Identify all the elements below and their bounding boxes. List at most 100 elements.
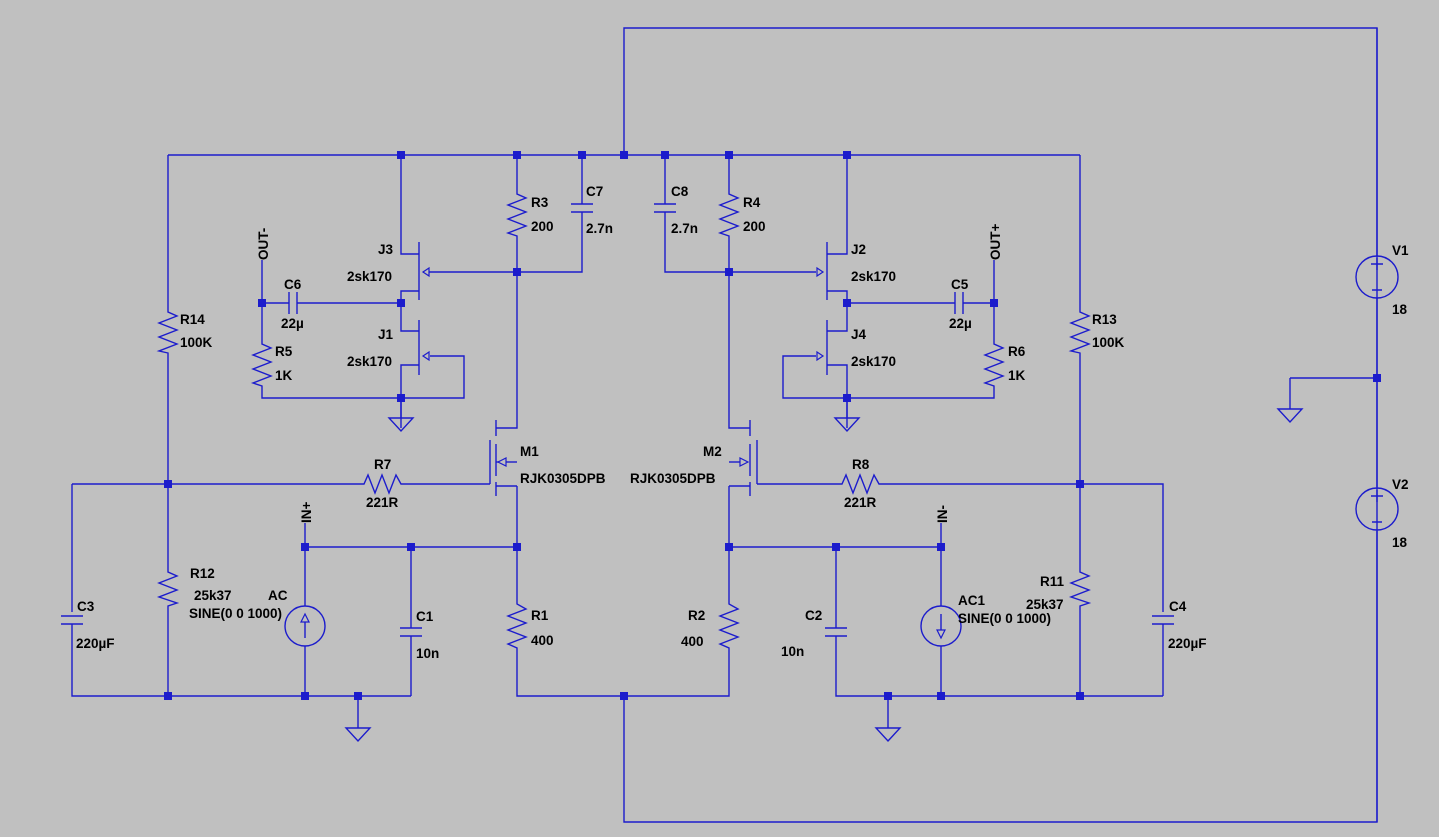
- port-in-minus: IN-: [935, 505, 950, 523]
- port-out-plus: OUT+: [988, 224, 1003, 260]
- R11-name: R11: [1040, 574, 1065, 589]
- ground-icon: [1276, 408, 1304, 424]
- V2-name: V2: [1392, 477, 1409, 492]
- jfet-J1[interactable]: [418, 320, 430, 375]
- resistor-R4[interactable]: [717, 190, 740, 240]
- capacitor-C2[interactable]: [825, 627, 847, 637]
- jfet-J4[interactable]: [816, 320, 828, 375]
- R14-value: 100K: [180, 335, 213, 350]
- voltage-source-V1[interactable]: [1355, 255, 1399, 299]
- mosfet-M2[interactable]: [729, 420, 758, 496]
- capacitor-C4[interactable]: [1152, 615, 1174, 625]
- R2-value: 400: [681, 634, 704, 649]
- R5-name: R5: [275, 344, 293, 359]
- port-in-plus: IN+: [299, 502, 314, 524]
- C8-value: 2.7n: [671, 221, 698, 236]
- R12-value: 25k37: [194, 588, 232, 603]
- C8-name: C8: [671, 184, 689, 199]
- J1-value: 2sk170: [347, 354, 392, 369]
- resistor-R7[interactable]: [360, 473, 405, 495]
- ac-source-AC1[interactable]: [920, 605, 962, 647]
- capacitor-C3[interactable]: [61, 615, 83, 625]
- C4-name: C4: [1169, 599, 1187, 614]
- R6-name: R6: [1008, 344, 1026, 359]
- R8-name: R8: [852, 457, 870, 472]
- capacitor-C1[interactable]: [400, 627, 422, 637]
- AC-name: AC: [268, 588, 288, 603]
- resistor-R2[interactable]: [718, 600, 740, 652]
- wires: [71, 27, 1378, 823]
- R7-value: 221R: [366, 495, 399, 510]
- resistor-R11[interactable]: [1068, 568, 1092, 610]
- C2-name: C2: [805, 608, 822, 623]
- R3-value: 200: [531, 219, 554, 234]
- ac-source-AC[interactable]: [284, 605, 326, 647]
- M1-value: RJK0305DPB: [520, 471, 606, 486]
- C7-name: C7: [586, 184, 603, 199]
- resistor-R12[interactable]: [156, 568, 180, 610]
- J4-value: 2sk170: [851, 354, 896, 369]
- R3-name: R3: [531, 195, 549, 210]
- mosfet-M1[interactable]: [489, 420, 517, 496]
- R7-name: R7: [374, 457, 391, 472]
- ground-icon: [874, 727, 902, 743]
- resistor-R6[interactable]: [982, 340, 1005, 390]
- jfet-J3[interactable]: [418, 242, 430, 300]
- J4-name: J4: [851, 327, 867, 342]
- resistor-R3[interactable]: [505, 190, 528, 240]
- resistor-R1[interactable]: [506, 600, 528, 652]
- resistor-R14[interactable]: [156, 308, 179, 356]
- J3-value: 2sk170: [347, 269, 392, 284]
- port-labels: OUT- OUT+ IN+ IN-: [256, 224, 1003, 523]
- component-labels: R3 200 R4 200 C7 2.7n C8 2.7n J3 2sk170 …: [76, 184, 1409, 661]
- J3-name: J3: [378, 242, 394, 257]
- capacitor-C5[interactable]: [954, 292, 964, 314]
- resistor-R5[interactable]: [250, 340, 273, 390]
- jfet-J2[interactable]: [816, 242, 828, 300]
- resistor-R13[interactable]: [1068, 308, 1091, 356]
- R13-name: R13: [1092, 312, 1117, 327]
- C1-value: 10n: [416, 646, 439, 661]
- voltage-source-V2[interactable]: [1355, 487, 1399, 531]
- R13-value: 100K: [1092, 335, 1125, 350]
- V1-name: V1: [1392, 243, 1409, 258]
- R1-name: R1: [531, 608, 549, 623]
- C7-value: 2.7n: [586, 221, 613, 236]
- C4-value: 220µF: [1168, 636, 1207, 651]
- junction-dots: [164, 151, 1381, 700]
- C5-name: C5: [951, 277, 969, 292]
- M2-value: RJK0305DPB: [630, 471, 716, 486]
- M1-name: M1: [520, 444, 539, 459]
- ground-icon: [833, 417, 861, 433]
- C2-value: 10n: [781, 644, 804, 659]
- J2-value: 2sk170: [851, 269, 896, 284]
- V1-value: 18: [1392, 302, 1408, 317]
- M2-name: M2: [703, 444, 722, 459]
- R2-name: R2: [688, 608, 705, 623]
- C6-value: 22µ: [281, 316, 304, 331]
- resistor-R8[interactable]: [838, 473, 883, 495]
- R5-value: 1K: [275, 368, 293, 383]
- AC1-name: AC1: [958, 593, 985, 608]
- J2-name: J2: [851, 242, 866, 257]
- C6-name: C6: [284, 277, 302, 292]
- C3-value: 220µF: [76, 636, 115, 651]
- V2-value: 18: [1392, 535, 1408, 550]
- R11-value: 25k37: [1026, 597, 1064, 612]
- capacitor-C6[interactable]: [288, 292, 298, 314]
- J1-name: J1: [378, 327, 394, 342]
- R4-value: 200: [743, 219, 766, 234]
- capacitor-C7[interactable]: [571, 203, 593, 213]
- R4-name: R4: [743, 195, 761, 210]
- R1-value: 400: [531, 633, 554, 648]
- AC1-value: SINE(0 0 1000): [958, 611, 1051, 626]
- capacitor-C8[interactable]: [654, 203, 676, 213]
- AC-value: SINE(0 0 1000): [189, 606, 282, 621]
- R14-name: R14: [180, 312, 205, 327]
- R8-value: 221R: [844, 495, 877, 510]
- ground-icon: [344, 727, 372, 743]
- port-out-minus: OUT-: [256, 228, 271, 260]
- C5-value: 22µ: [949, 316, 972, 331]
- ground-icon: [387, 417, 415, 433]
